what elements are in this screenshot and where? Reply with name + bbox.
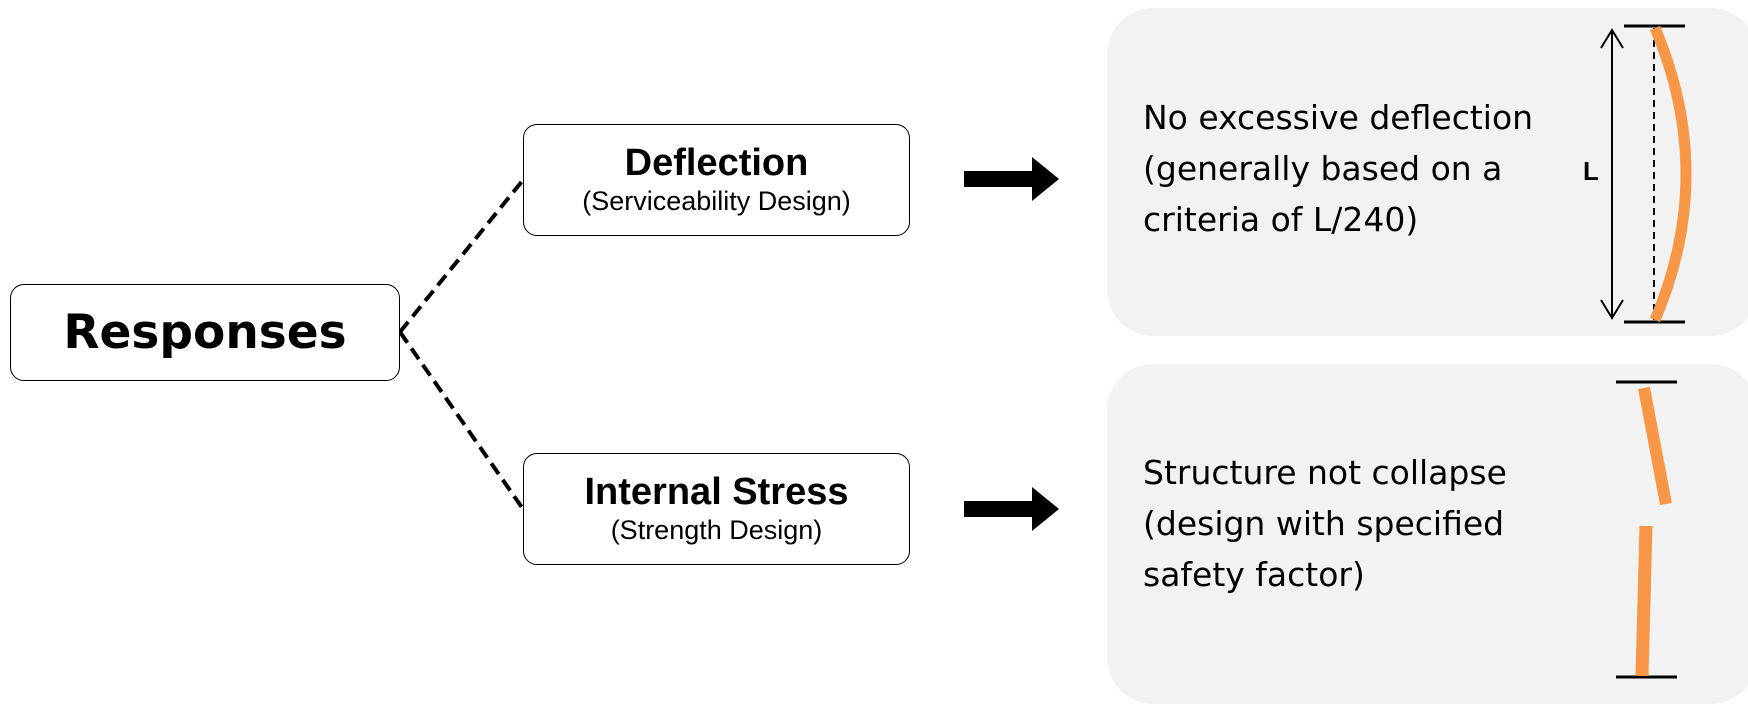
deflection-panel: No excessive deflection (generally based… xyxy=(1107,8,1748,336)
root-label: Responses xyxy=(63,305,347,360)
internal-stress-subtitle: (Strength Design) xyxy=(610,514,823,545)
internal-stress-description: Structure not collapse (design with spec… xyxy=(1143,453,1507,594)
deflection-node: Deflection (Serviceability Design) xyxy=(523,124,910,236)
right-arrow-icon xyxy=(964,157,1059,201)
internal-stress-title: Internal Stress xyxy=(584,470,849,513)
right-arrow-icon xyxy=(964,487,1059,531)
length-label: L xyxy=(1583,156,1599,186)
connector-to-deflection xyxy=(398,178,525,334)
bent-column-icon: L xyxy=(1583,24,1692,324)
deflection-title: Deflection xyxy=(624,141,809,184)
root-node: Responses xyxy=(10,284,400,381)
connector-to-internal-stress xyxy=(398,330,525,511)
deflection-description: No excessive deflection (generally based… xyxy=(1143,98,1534,239)
broken-column-icon xyxy=(1616,380,1677,679)
internal-stress-node: Internal Stress (Strength Design) xyxy=(523,453,910,565)
internal-stress-panel: Structure not collapse (design with spec… xyxy=(1107,364,1748,704)
deflection-subtitle: (Serviceability Design) xyxy=(582,185,851,216)
